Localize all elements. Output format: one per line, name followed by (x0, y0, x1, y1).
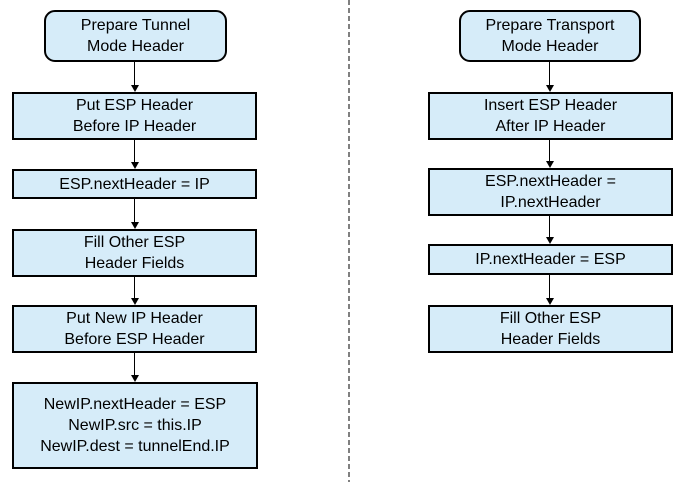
flow-node-esp-nextheader-ipnextheader: ESP.nextHeader = IP.nextHeader (428, 168, 673, 216)
node-text-line: Mode Header (501, 38, 599, 55)
flow-node-newip-assignments: NewIP.nextHeader = ESP NewIP.src = this.… (12, 382, 258, 469)
arrow-shaft (548, 275, 551, 298)
arrow-head (545, 85, 554, 92)
arrow-shaft (548, 216, 551, 237)
node-text-line: ESP.nextHeader = (485, 173, 616, 190)
arrow-head (130, 222, 139, 229)
arrow-shaft (548, 62, 551, 85)
flow-arrow (545, 275, 554, 305)
node-text-line: IP.nextHeader (500, 194, 601, 211)
node-text-line: NewIP.dest = tunnelEnd.IP (40, 438, 230, 455)
flow-arrow (545, 62, 554, 92)
node-text-line: Header Fields (500, 331, 601, 348)
flow-arrow (130, 62, 139, 92)
node-text-line: Before IP Header (72, 118, 197, 135)
flow-node-put-new-ip-header: Put New IP Header Before ESP Header (12, 305, 257, 353)
node-text-line: NewIP.nextHeader = ESP (43, 396, 227, 413)
flow-node-esp-nextheader-ip: ESP.nextHeader = IP (12, 169, 257, 199)
flow-node-put-esp-header: Put ESP Header Before IP Header (12, 92, 257, 140)
flow-arrow (545, 216, 554, 244)
arrow-head (130, 85, 139, 92)
node-text-line: Fill Other ESP (499, 310, 602, 327)
arrow-head (545, 237, 554, 244)
arrow-shaft (133, 62, 136, 85)
arrow-head (130, 162, 139, 169)
flow-arrow (130, 199, 139, 229)
arrow-head (130, 375, 139, 382)
flow-arrow (545, 140, 554, 168)
arrow-shaft (133, 140, 136, 162)
flow-node-insert-esp-header: Insert ESP Header After IP Header (428, 92, 673, 140)
node-text-line: Put ESP Header (75, 97, 194, 114)
node-text-line: Prepare Transport (485, 17, 615, 34)
flow-start-node-transport: Prepare Transport Mode Header (459, 10, 641, 62)
arrow-head (545, 161, 554, 168)
flow-node-fill-other-esp-right: Fill Other ESP Header Fields (428, 305, 673, 353)
flow-arrow (130, 140, 139, 169)
node-text-line: ESP.nextHeader = IP (59, 175, 210, 193)
arrow-head (545, 298, 554, 305)
flow-node-fill-other-esp-left: Fill Other ESP Header Fields (12, 229, 257, 277)
arrow-shaft (133, 353, 136, 375)
flow-node-ip-nextheader-esp: IP.nextHeader = ESP (428, 244, 673, 275)
node-text-line: NewIP.src = this.IP (68, 417, 202, 434)
arrow-shaft (133, 199, 136, 222)
node-text-line: Prepare Tunnel (80, 17, 191, 34)
arrow-shaft (133, 277, 136, 298)
node-text-line: Put New IP Header (66, 310, 203, 327)
node-text-line: Fill Other ESP (83, 234, 186, 251)
arrow-shaft (548, 140, 551, 161)
node-text-line: Before ESP Header (64, 331, 205, 348)
node-text-line: IP.nextHeader = ESP (475, 251, 626, 268)
flow-arrow (130, 353, 139, 382)
flow-arrow (130, 277, 139, 305)
arrow-head (130, 298, 139, 305)
node-text-line: Mode Header (87, 38, 184, 55)
node-text-line: Insert ESP Header (483, 97, 618, 114)
flow-start-node-tunnel: Prepare Tunnel Mode Header (44, 10, 227, 62)
node-text-line: Header Fields (84, 255, 185, 272)
node-text-line: After IP Header (495, 118, 606, 135)
divider-dashed-line (348, 0, 350, 482)
